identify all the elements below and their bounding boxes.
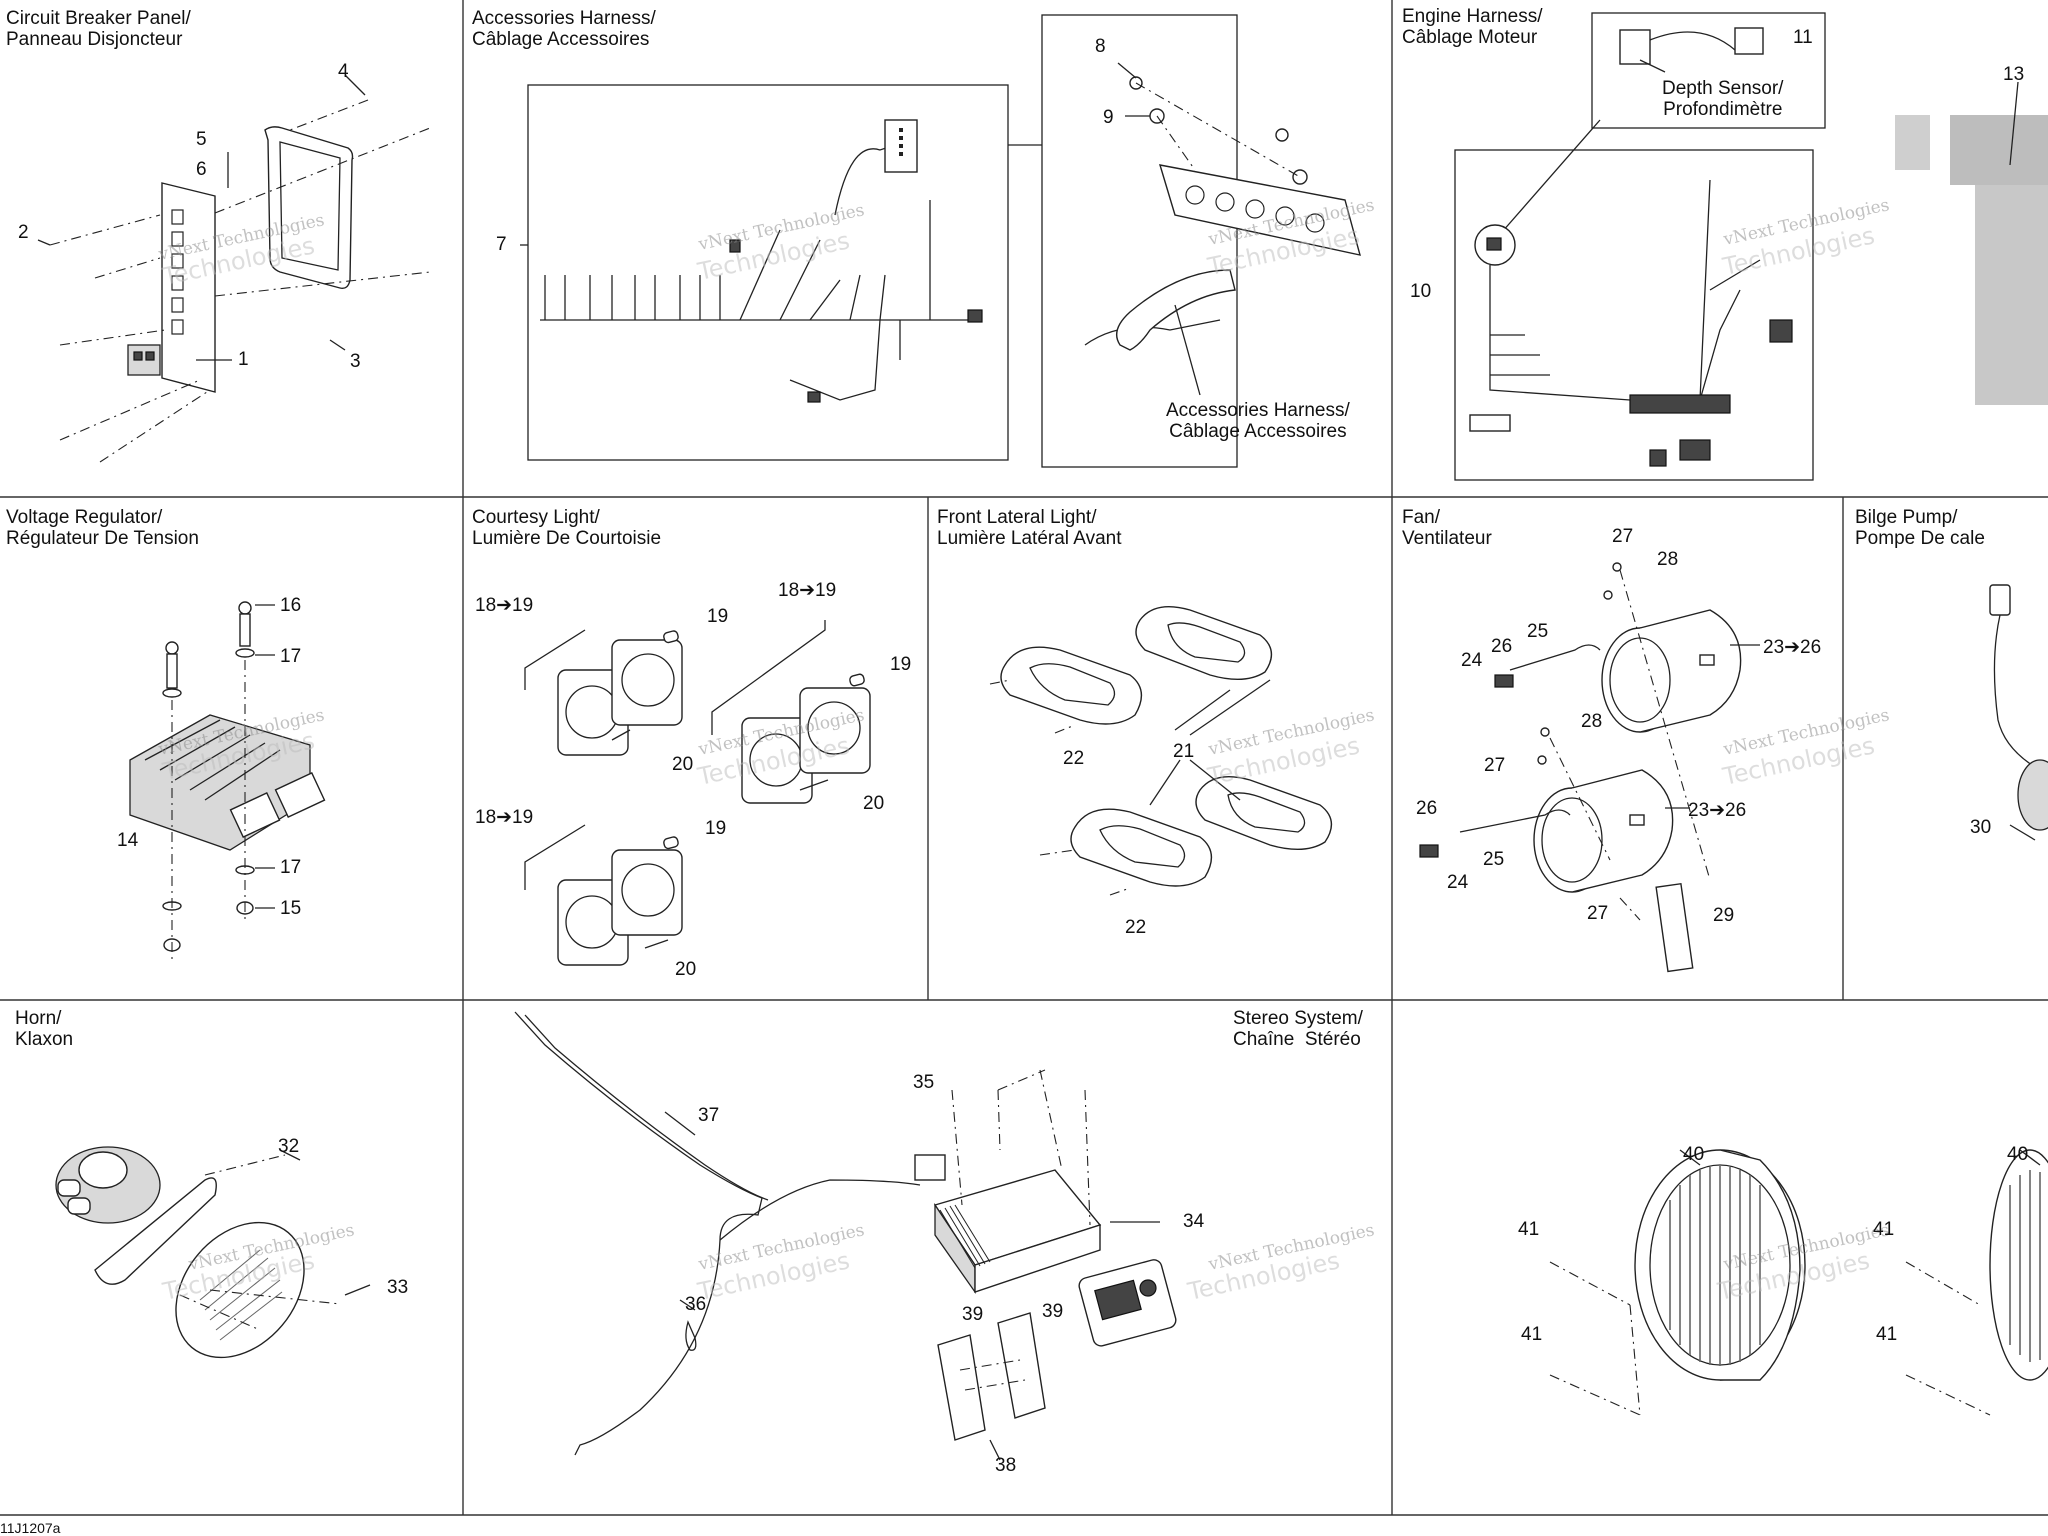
callout-number: 17: [280, 857, 301, 878]
front-lateral-light-drawing: [989, 606, 1333, 896]
callout-number: 26: [1491, 636, 1512, 657]
panel-title-fan: Fan/ Ventilateur: [1402, 507, 1492, 549]
callout-number: 25: [1527, 621, 1548, 642]
callout-number: 39: [1042, 1301, 1063, 1322]
courtesy-light-drawing: [524, 620, 871, 966]
watermarks: vNext Technologies Technologies vNext Te…: [156, 195, 1891, 1306]
callout-number: 11: [1793, 27, 1813, 48]
callout-number: 39: [962, 1304, 983, 1325]
callout-number: 23➔26: [1763, 637, 1821, 658]
panel-title-voltage-regulator: Voltage Regulator/ Régulateur De Tension: [6, 507, 199, 549]
callout-number: 41: [1873, 1219, 1894, 1240]
callout-number: 2: [18, 222, 29, 243]
drawing-code: 11J1207a: [0, 1520, 61, 1536]
callout-number: 13: [2003, 64, 2024, 85]
callout-number: 19: [890, 654, 911, 675]
callout-number: 18➔19: [475, 595, 533, 616]
callout-number: 28: [1581, 711, 1602, 732]
callout-number: 7: [496, 234, 507, 255]
horn-drawing: [55, 1146, 371, 1359]
panel-title-horn: Horn/ Klaxon: [15, 1008, 74, 1050]
callout-number: 37: [698, 1105, 719, 1126]
callout-number: 27: [1484, 755, 1505, 776]
callout-number: 30: [1970, 817, 1991, 838]
stereo-drawing: [514, 1011, 1177, 1461]
panel-title-accessories-harness: Accessories Harness/ Câblage Accessoires: [472, 8, 656, 50]
callout-number: 8: [1095, 36, 1106, 57]
callout-number: 20: [675, 959, 696, 980]
circuit-breaker-drawing: [37, 74, 431, 463]
callout-number: 10: [1410, 281, 1431, 302]
callout-number: 35: [913, 1072, 934, 1093]
callouts: 1 2 3 4 5 6 7 8 9 10 11 13 14 15 16 17 1…: [18, 27, 2028, 1476]
callout-number: 18➔19: [778, 580, 836, 601]
callout-number: 23➔26: [1688, 800, 1746, 821]
accessories-harness-detail-label: Accessories Harness/ Câblage Accessoires: [1166, 400, 1350, 442]
depth-sensor-label: Depth Sensor/ Profondimètre: [1662, 78, 1784, 120]
callout-number: 29: [1713, 905, 1734, 926]
callout-number: 3: [350, 351, 361, 372]
speakers-drawing: [1549, 1149, 2048, 1416]
callout-number: 24: [1461, 650, 1483, 671]
callout-number: 22: [1125, 917, 1146, 938]
callout-number: 41: [1521, 1324, 1542, 1345]
callout-number: 21: [1173, 741, 1194, 762]
callout-number: 19: [705, 818, 726, 839]
callout-number: 15: [280, 898, 301, 919]
callout-number: 22: [1063, 748, 1084, 769]
engine-photo-crop: [1895, 81, 2048, 405]
callout-number: 20: [672, 754, 693, 775]
callout-number: 19: [707, 606, 728, 627]
callout-number: 34: [1183, 1211, 1205, 1232]
callout-number: 33: [387, 1277, 408, 1298]
callout-number: 40: [1683, 1144, 1704, 1165]
panel-title-bilge-pump: Bilge Pump/ Pompe De cale: [1855, 507, 1985, 549]
callout-number: 27: [1612, 526, 1633, 547]
callout-number: 26: [1416, 798, 1437, 819]
callout-number: 36: [685, 1294, 706, 1315]
panel-title-stereo-system: Stereo System/ Chaîne Stéréo: [1233, 1008, 1363, 1050]
callout-number: 9: [1103, 107, 1114, 128]
callout-number: 16: [280, 595, 301, 616]
callout-number: 18➔19: [475, 807, 533, 828]
fan-drawing: [1419, 562, 1760, 973]
callout-number: 6: [196, 159, 207, 180]
voltage-regulator-drawing: [129, 601, 326, 960]
panel-title-front-lateral-light: Front Lateral Light/ Lumière Latéral Ava…: [937, 507, 1122, 549]
bilge-pump-drawing: [1989, 584, 2048, 841]
callout-number: 32: [278, 1136, 299, 1157]
accessories-harness-drawing: [520, 14, 1361, 468]
callout-number: 38: [995, 1455, 1016, 1476]
callout-number: 20: [863, 793, 884, 814]
panel-title-engine-harness: Engine Harness/ Câblage Moteur: [1402, 6, 1543, 48]
callout-number: 5: [196, 129, 207, 150]
callout-number: 4: [338, 61, 349, 82]
callout-number: 41: [1518, 1219, 1539, 1240]
callout-number: 41: [1876, 1324, 1897, 1345]
callout-number: 27: [1587, 903, 1608, 924]
callout-number: 40: [2007, 1144, 2028, 1165]
callout-number: 24: [1447, 872, 1469, 893]
callout-number: 1: [238, 349, 249, 370]
engine-harness-drawing: [1454, 12, 1826, 481]
callout-number: 14: [117, 830, 139, 851]
callout-number: 25: [1483, 849, 1504, 870]
callout-number: 17: [280, 646, 301, 667]
panel-title-circuit-breaker: Circuit Breaker Panel/ Panneau Disjoncte…: [6, 8, 191, 50]
callout-number: 28: [1657, 549, 1678, 570]
panel-title-courtesy-light: Courtesy Light/ Lumière De Courtoisie: [472, 507, 662, 549]
